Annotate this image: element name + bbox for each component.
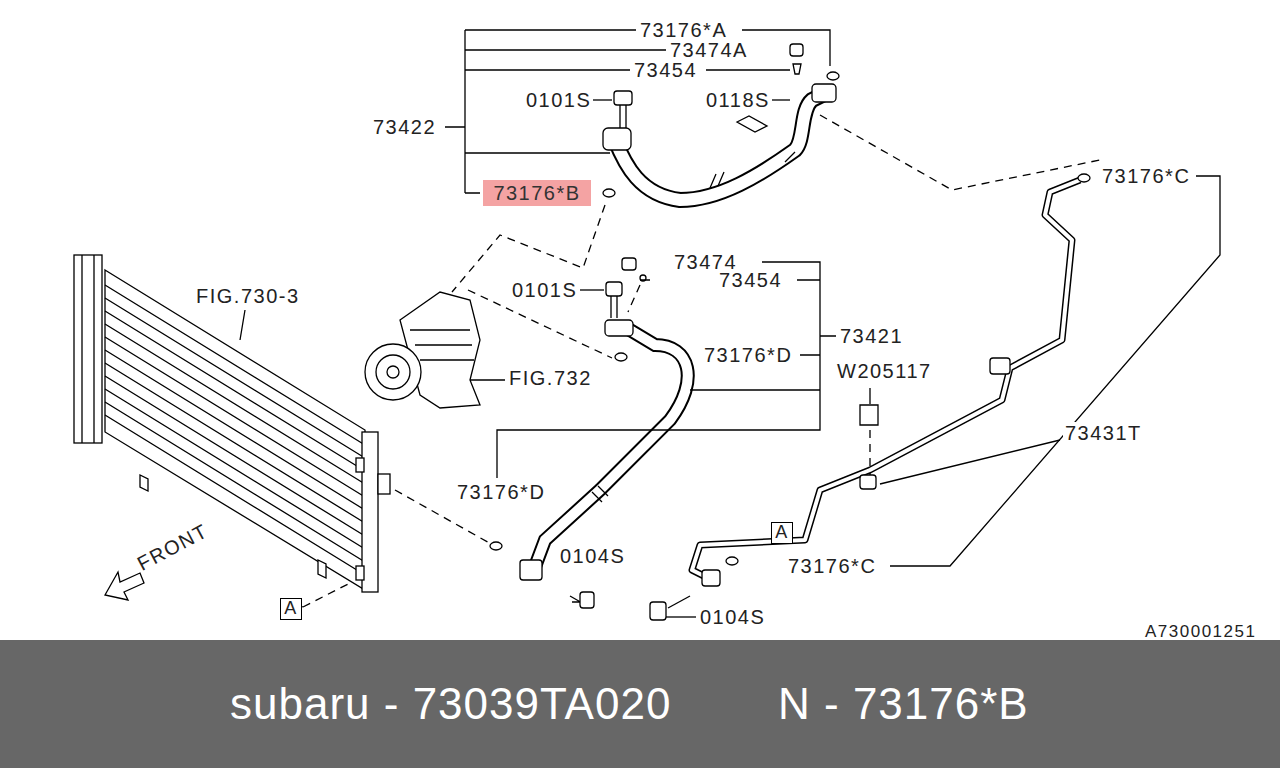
callout-number: 73176*D bbox=[455, 481, 547, 503]
part-number-text: N - 73176*B bbox=[778, 680, 1029, 728]
callout-number: 73431T bbox=[1063, 422, 1144, 444]
callout-number: 73474A bbox=[668, 39, 750, 61]
callout-number: 73421 bbox=[838, 325, 905, 347]
callout-number: 73176*C bbox=[786, 555, 878, 577]
callout-number: 73422 bbox=[371, 116, 438, 138]
callout-number: 0101S bbox=[524, 89, 593, 111]
callout-number: 0104S bbox=[558, 545, 627, 567]
front-indicator: FRONT bbox=[132, 519, 213, 576]
callout-number: 73176*D bbox=[702, 344, 794, 366]
part-label: 73176*B bbox=[493, 182, 580, 204]
callout-number: 73176*A bbox=[638, 19, 729, 41]
part-number-text: subaru - 73039TA020 bbox=[230, 680, 671, 728]
callout-number: 73454 bbox=[717, 269, 784, 291]
callout-number: 73454 bbox=[632, 59, 699, 81]
callout-number: W205117 bbox=[835, 360, 934, 382]
callout-number: 73176*C bbox=[1100, 165, 1192, 187]
reference-box: A bbox=[280, 598, 302, 620]
highlighted-part-box: 73176*B bbox=[483, 180, 591, 206]
callout-number: 0101S bbox=[510, 279, 579, 301]
part-label: A bbox=[284, 599, 298, 619]
callout-number: 0118S bbox=[704, 89, 772, 111]
diagram-code: A730001251 bbox=[1143, 623, 1258, 642]
callout-number: 0104S bbox=[698, 606, 767, 628]
figure-reference: FIG.730-3 bbox=[194, 285, 302, 307]
figure-reference: FIG.732 bbox=[507, 367, 594, 389]
part-label: A bbox=[775, 523, 789, 543]
reference-box: A bbox=[771, 522, 793, 544]
part-number-band: subaru - 73039TA020 N - 73176*B bbox=[0, 640, 1280, 768]
